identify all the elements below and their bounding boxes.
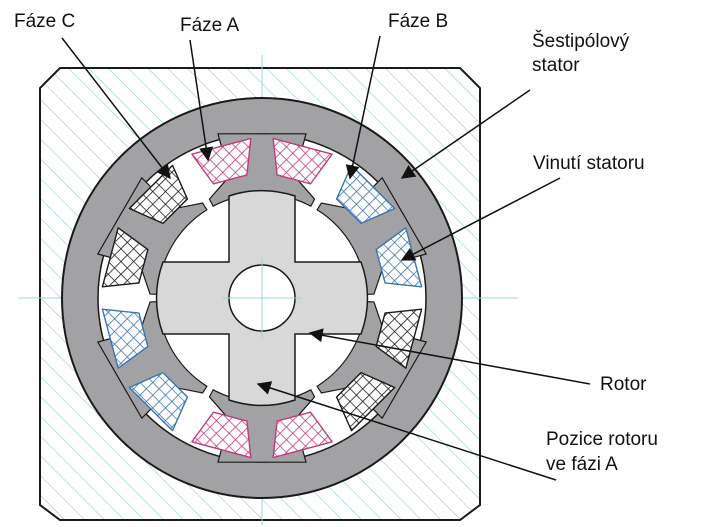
rotor: [155, 189, 369, 407]
winding-phase-a-bottom-left: [191, 411, 252, 459]
arrow-rotor: [308, 328, 591, 385]
label-winding: Vinutí statoru: [533, 153, 645, 174]
pole-right-upper: [316, 176, 428, 295]
stator-windings: [101, 137, 423, 459]
winding-phase-a-bottom-right: [272, 411, 333, 459]
winding-phase-b-lower-left: [128, 371, 189, 432]
winding-phase-b-right-upper: [375, 227, 423, 288]
label-rotor: Rotor: [600, 374, 647, 395]
arrow-phase-a: [189, 39, 214, 162]
arrow-winding: [400, 177, 561, 261]
label-rotor-position-line2: ve fázi A: [546, 454, 618, 475]
winding-phase-a-top-left: [191, 137, 252, 185]
label-phase-c: Fáze C: [14, 11, 76, 32]
winding-phase-c-left-upper: [101, 227, 149, 288]
arrow-rotor-position: [256, 381, 557, 481]
leader-arrows: [61, 35, 591, 481]
winding-phase-c-right-lower: [375, 308, 423, 369]
arrow-stator: [400, 89, 531, 179]
arrow-phase-b: [345, 35, 381, 180]
winding-phase-c-upper-left: [128, 164, 189, 225]
label-rotor-position-line1: Pozice rotoru: [546, 429, 658, 450]
winding-phase-c-lower-right: [335, 371, 396, 432]
label-stator-line2: stator: [532, 55, 580, 76]
pole-left-lower: [96, 301, 208, 420]
arrow-phase-c: [61, 37, 171, 180]
label-phase-b: Fáze B: [388, 11, 449, 32]
winding-phase-b-left-lower: [101, 308, 149, 369]
winding-phase-a-top-right: [272, 137, 333, 185]
label-phase-a: Fáze A: [180, 15, 240, 36]
label-stator-line1: Šestipólový: [532, 31, 630, 52]
